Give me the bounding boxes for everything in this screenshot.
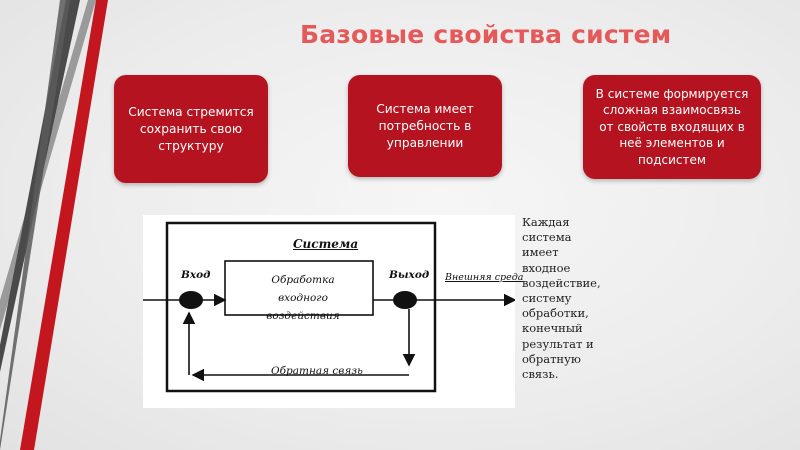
feedback-label: Обратная связь	[271, 365, 363, 377]
output-label: Выход	[389, 269, 430, 281]
output-node	[393, 291, 417, 309]
decorative-stripes	[0, 0, 108, 450]
input-label: Вход	[181, 269, 211, 281]
process-label: Обработка входного воздействия	[266, 274, 340, 322]
property-card-control: Система имеет потребность в управлении	[348, 75, 502, 177]
input-node	[179, 291, 203, 309]
property-card-structure: Система стремится сохранить свою структу…	[114, 75, 268, 183]
system-label: Система	[293, 237, 359, 251]
property-card-text: Система стремится сохранить свою структу…	[128, 104, 254, 153]
environment-label: Внешняя среда	[445, 272, 524, 283]
system-boundary	[165, 221, 437, 393]
system-diagram-graphic	[143, 221, 515, 393]
diagram-description: Каждая система имеет входное воздействие…	[522, 215, 601, 382]
stripe-dark-2	[0, 0, 70, 450]
system-diagram: Система Вход Обработка входного воздейст…	[143, 215, 523, 408]
property-card-text: В системе формируется сложная взаимосвяз…	[595, 86, 749, 167]
slide-title: Базовые свойства систем	[300, 20, 672, 49]
stripe-red	[20, 0, 108, 450]
property-card-text: Система имеет потребность в управлении	[376, 101, 474, 150]
process-box	[224, 260, 374, 316]
property-card-interrelation: В системе формируется сложная взаимосвяз…	[583, 75, 761, 179]
